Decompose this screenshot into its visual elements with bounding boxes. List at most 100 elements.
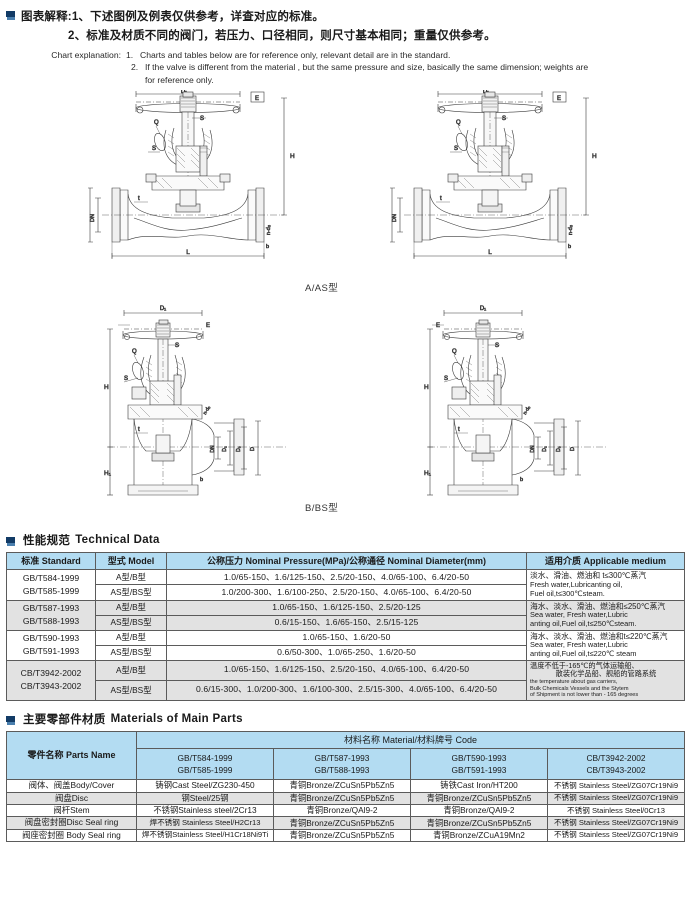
technical-data-heading-en: Technical Data — [75, 534, 160, 547]
explanation-cn-line-1: 图表解释:1、下述图例及例表仅供参考，详查对应的标准。 — [6, 8, 690, 24]
svg-text:DN: DN — [392, 214, 398, 222]
medium-cn-2: 海水、淡水、滑油、燃油和≤250℃蒸汽 — [530, 601, 666, 611]
square-bullet-icon-materials — [6, 715, 15, 725]
svg-text:n-d₀: n-d₀ — [568, 225, 574, 235]
th-nominal-pressure: 公称压力 Nominal Pressure(MPa)/公称通径 Nominal … — [166, 552, 527, 571]
materials-table: 零件名称 Parts Name 材料名称 Material/材料牌号 Code … — [6, 730, 686, 843]
figure-caption-b-bs: B/BS型 — [305, 503, 339, 515]
cell-pressure-3a: 1.0/65-150、1.6/20-50 — [166, 629, 527, 646]
svg-text:L: L — [186, 249, 190, 256]
cell-pressure-2b: 0.6/15-150、1.6/65-150、2.5/15-125 — [166, 614, 527, 631]
materials-table-wrap: 零件名称 Parts Name 材料名称 Material/材料牌号 Code … — [0, 730, 690, 843]
medium-en-1b: Fuel oil,t≤300℃steam. — [530, 588, 605, 598]
standard-line-2: GB/T588-1993 — [22, 616, 80, 627]
svg-text:L: L — [488, 249, 492, 256]
figure-angle-valve-left: D₁ E S — [62, 295, 312, 505]
cell-model-1b: AS型/BS型 — [95, 584, 167, 601]
technical-data-heading-cn: 性能规范 — [23, 535, 71, 548]
cell-model-4a: A型/B型 — [95, 659, 167, 681]
svg-text:S: S — [152, 146, 156, 152]
cell-model-3a: A型/B型 — [95, 629, 167, 646]
cell-part-name: 阀盘密封圈Disc Seal ring — [6, 816, 137, 830]
svg-text:S: S — [454, 146, 458, 152]
svg-text:n-d₀: n-d₀ — [266, 225, 272, 235]
cell-pressure-4a: 1.0/65-150、1.6/125-150、2.5/20-150、4.0/65… — [166, 659, 527, 681]
cell-model-2a: A型/B型 — [95, 599, 167, 616]
svg-text:t: t — [458, 427, 460, 433]
materials-heading-cn: 主要零部件材质 — [23, 713, 106, 726]
table-row: 阀体、阀盖Body/Cover 铸钢Cast Steel/ZG230-450 青… — [6, 779, 686, 793]
cell-material: 铸铁Cast Iron/HT200 — [410, 779, 548, 793]
cell-pressure-1b: 1.0/200-300、1.6/100-250、2.5/20-150、4.0/6… — [166, 584, 527, 601]
medium-cn-4b: 散装化学品船、舰船的管路系统 — [555, 669, 657, 679]
svg-text:H₁: H₁ — [424, 470, 432, 477]
technical-table-header-row: 标准 Standard 型式 Model 公称压力 Nominal Pressu… — [6, 552, 685, 571]
table-row: AS型/BS型 1.0/200-300、1.6/100-250、2.5/20-1… — [7, 584, 685, 601]
th-std-2: GB/T587-1993 GB/T588-1993 — [273, 747, 411, 781]
svg-text:H: H — [592, 153, 597, 160]
th-parts-name: 零件名称 Parts Name — [6, 730, 137, 781]
square-bullet-icon-technical — [6, 537, 15, 547]
std-line-2: GB/T588-1993 — [314, 765, 370, 776]
cell-pressure-2a: 1.0/65-150、1.6/125-150、2.5/20-125 — [166, 599, 527, 616]
cell-part-name: 阀座密封圈 Body Seal ring — [6, 828, 137, 843]
th-standard: 标准 Standard — [6, 552, 96, 571]
th-material-group: 材料名称 Material/材料牌号 Code — [135, 730, 686, 749]
svg-text:D₃: D₃ — [236, 447, 242, 453]
th-std-1: GB/T584-1999 GB/T585-1999 — [136, 747, 274, 781]
materials-header-row-standards: GB/T584-1999 GB/T585-1999 GB/T587-1993 G… — [7, 747, 686, 781]
cell-material: 不锈钢 Stainless Steel/0Cr13 — [546, 804, 686, 818]
svg-text:t: t — [138, 196, 140, 202]
svg-text:Q: Q — [154, 120, 159, 126]
technical-data-table: 标准 Standard 型式 Model 公称压力 Nominal Pressu… — [6, 552, 685, 701]
cell-model-1a: A型/B型 — [95, 569, 167, 586]
th-applicable-medium: 适用介质 Applicable medium — [526, 552, 685, 571]
figure-globe-valve-straight-right: D₁ E S — [390, 90, 630, 295]
svg-text:t: t — [138, 427, 140, 433]
table-row: 阀座密封圈 Body Seal ring 焊不锈钢Stainless Steel… — [6, 828, 686, 843]
cell-pressure-1a: 1.0/65-150、1.6/125-150、2.5/20-150、4.0/65… — [166, 569, 527, 586]
table-row: 阀盘Disc 钢Steel/25钢 青铜Bronze/ZCuSn5Pb5Zn5 … — [6, 791, 686, 806]
svg-text:D₂: D₂ — [222, 447, 228, 453]
cell-material: 不锈钢Stainless steel/2Cr13 — [136, 804, 274, 818]
cell-medium-1: 淡水、滑油、燃油和 t≤300℃蒸汽 Fresh water,Lubricant… — [526, 569, 685, 601]
std-line-1: GB/T584-1999 — [177, 752, 233, 763]
medium-en-2a: Sea water, Fresh water,Lubric — [530, 609, 628, 619]
svg-text:Q: Q — [132, 349, 137, 355]
svg-text:S: S — [124, 376, 128, 382]
svg-text:DN: DN — [530, 445, 536, 453]
table-row: GB/T587-1993 GB/T588-1993 A型/B型 1.0/65-1… — [6, 599, 685, 631]
standard-line-1: GB/T584-1999 — [22, 573, 80, 584]
medium-en-2b: anting oil,Fuel oil,t≤250℃steam. — [530, 618, 637, 628]
table-row: CB/T3942-2002 CB/T3943-2002 A型/B型 1.0/65… — [6, 659, 685, 701]
std-line-2: GB/T591-1993 — [451, 765, 507, 776]
svg-text:E: E — [436, 323, 440, 329]
explanation-en-row-2: 2. If the valve is different from the ma… — [131, 61, 690, 73]
svg-text:t: t — [440, 196, 442, 202]
table-row: 阀盘密封圈Disc Seal ring 焊不锈钢 Stainless Steel… — [6, 816, 686, 830]
cell-material: 青铜Bronze/ZCuSn5Pb5Zn5 — [273, 779, 411, 793]
table-row: 阀杆Stem 不锈钢Stainless steel/2Cr13 青铜Bronze… — [6, 804, 686, 818]
explanation-cn-line-2: 2、标准及材质不同的阀门，若压力、口径相同，则尺寸基本相同；重量仅供参考。 — [68, 30, 496, 42]
explanation-en-label: Chart explanation: — [51, 50, 121, 60]
cell-pressure-3b: 0.6/50-300、1.0/65-250、1.6/20-50 — [166, 644, 527, 661]
svg-text:E: E — [255, 96, 259, 102]
cell-material: 青铜Bronze/ZCuSn5Pb5Zn5 — [273, 828, 411, 843]
cell-medium-4: 温度不低于-165℃的气体运输船、 散装化学品船、舰船的管路系统 the tem… — [526, 659, 685, 701]
svg-text:D₂: D₂ — [542, 447, 548, 453]
svg-text:D: D — [250, 447, 256, 451]
medium-en-1a: Fresh water,Lubricanting oil, — [530, 579, 623, 589]
table-row: AS型/BS型 0.6/15-150、1.6/65-150、2.5/15-125 — [7, 614, 685, 631]
svg-text:H: H — [424, 384, 429, 391]
svg-text:b: b — [266, 244, 269, 250]
cell-medium-3: 海水、淡水、滑油、燃油和t≤220℃蒸汽 Sea water, Fresh wa… — [526, 629, 685, 661]
cell-model-3b: AS型/BS型 — [95, 644, 167, 661]
materials-header-row-group: 零件名称 Parts Name 材料名称 Material/材料牌号 Code — [6, 730, 686, 781]
svg-text:n-d₀: n-d₀ — [522, 405, 532, 416]
svg-text:D: D — [570, 447, 576, 451]
square-bullet-icon — [6, 11, 15, 20]
svg-text:D₁: D₁ — [480, 306, 486, 312]
table-row: AS型/BS型 0.6/50-300、1.0/65-250、1.6/20-50 — [7, 644, 685, 661]
materials-heading-en: Materials of Main Parts — [110, 712, 243, 725]
explanation-en-num-1: 1. — [126, 50, 134, 60]
